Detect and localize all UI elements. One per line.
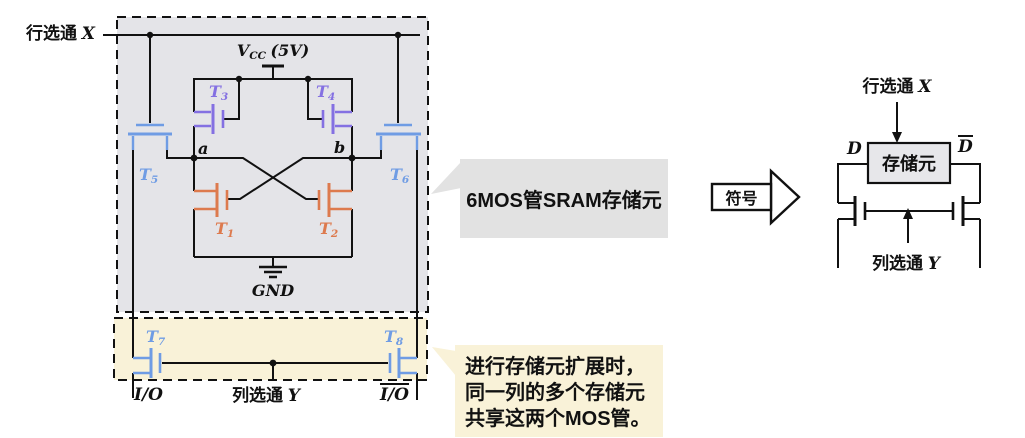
symbol-d-wire [837, 163, 868, 268]
callout-expand-line2: 同一列的多个存储元 [465, 382, 645, 404]
t1-label: T1 [215, 219, 235, 240]
shared-mos-dashed-box [113, 317, 428, 381]
symbol-arrow-label: 符号 [725, 191, 758, 208]
t4-drain-wire [308, 78, 353, 112]
symbol-row-select-label: 行选通 X [862, 77, 932, 97]
main-wiring [103, 34, 420, 400]
symbol-d-label: D [847, 139, 862, 159]
callout-expand-line1: 进行存储元扩展时， [465, 356, 645, 378]
transistor-t3 [194, 104, 225, 134]
vcc-label: VCC (5V) [236, 41, 310, 62]
cross-couple-a-t2 [194, 157, 320, 200]
transistor-t8 [388, 348, 417, 378]
callout-sram: 6MOS管SRAM存储元 [466, 190, 662, 212]
symbol-x-arrowhead [892, 132, 902, 143]
t5-label: T5 [139, 165, 159, 186]
transistor-t4 [321, 104, 352, 134]
symbol-cell-label: 存储元 [882, 154, 936, 174]
t3-gate-hook [224, 81, 240, 120]
symbol-diagram [837, 102, 981, 268]
io-right-label: I/O [380, 383, 409, 405]
transistor-t7 [133, 348, 162, 378]
t4-gate-hook [307, 81, 322, 120]
transistor-t1 [194, 183, 229, 217]
transistor-t6 [376, 123, 421, 150]
io-left-label: I/O [134, 385, 163, 405]
ground-symbol [259, 265, 287, 279]
transistor-t5 [128, 123, 172, 150]
symbol-right-leads [964, 202, 980, 220]
symbol-arrow-shape [710, 168, 801, 226]
t5-to-a [166, 150, 194, 159]
t4-label: T4 [316, 82, 336, 103]
node-a-label: a [198, 139, 209, 158]
gnd-label: GND [251, 281, 295, 300]
symbol-col-select-label: 列选通 Y [872, 254, 940, 274]
callout-expand-line3: 共享这两个MOS管。 [465, 408, 651, 430]
callout-sram-shape [431, 159, 668, 238]
symbol-cell-box [866, 141, 952, 185]
t7-label: T7 [146, 327, 166, 348]
cross-couple-b-t1 [227, 157, 352, 200]
symbol-dbar-label: D [958, 135, 973, 157]
callout-expand-shape [432, 345, 663, 437]
callout-expand: 进行存储元扩展时， 同一列的多个存储元 共享这两个MOS管。 [455, 345, 663, 437]
t6-label: T6 [390, 165, 410, 186]
t6-to-b [352, 150, 382, 159]
gnd-rail [194, 256, 352, 266]
symbol-left-leads [838, 202, 854, 220]
symbol-y-arrowhead [903, 208, 913, 219]
col-select-y-label: 列选通 Y [232, 386, 300, 406]
t2-label: T2 [319, 219, 339, 240]
transistor-t2 [317, 183, 352, 217]
t8-label: T8 [384, 327, 404, 348]
t3-drain-wire [193, 78, 239, 112]
junction-dots [146, 31, 402, 367]
symbol-dbar-wire [950, 163, 981, 268]
row-select-x-label: 行选通 X [26, 24, 95, 44]
node-b-label: b [334, 138, 346, 157]
t3-label: T3 [209, 82, 229, 103]
